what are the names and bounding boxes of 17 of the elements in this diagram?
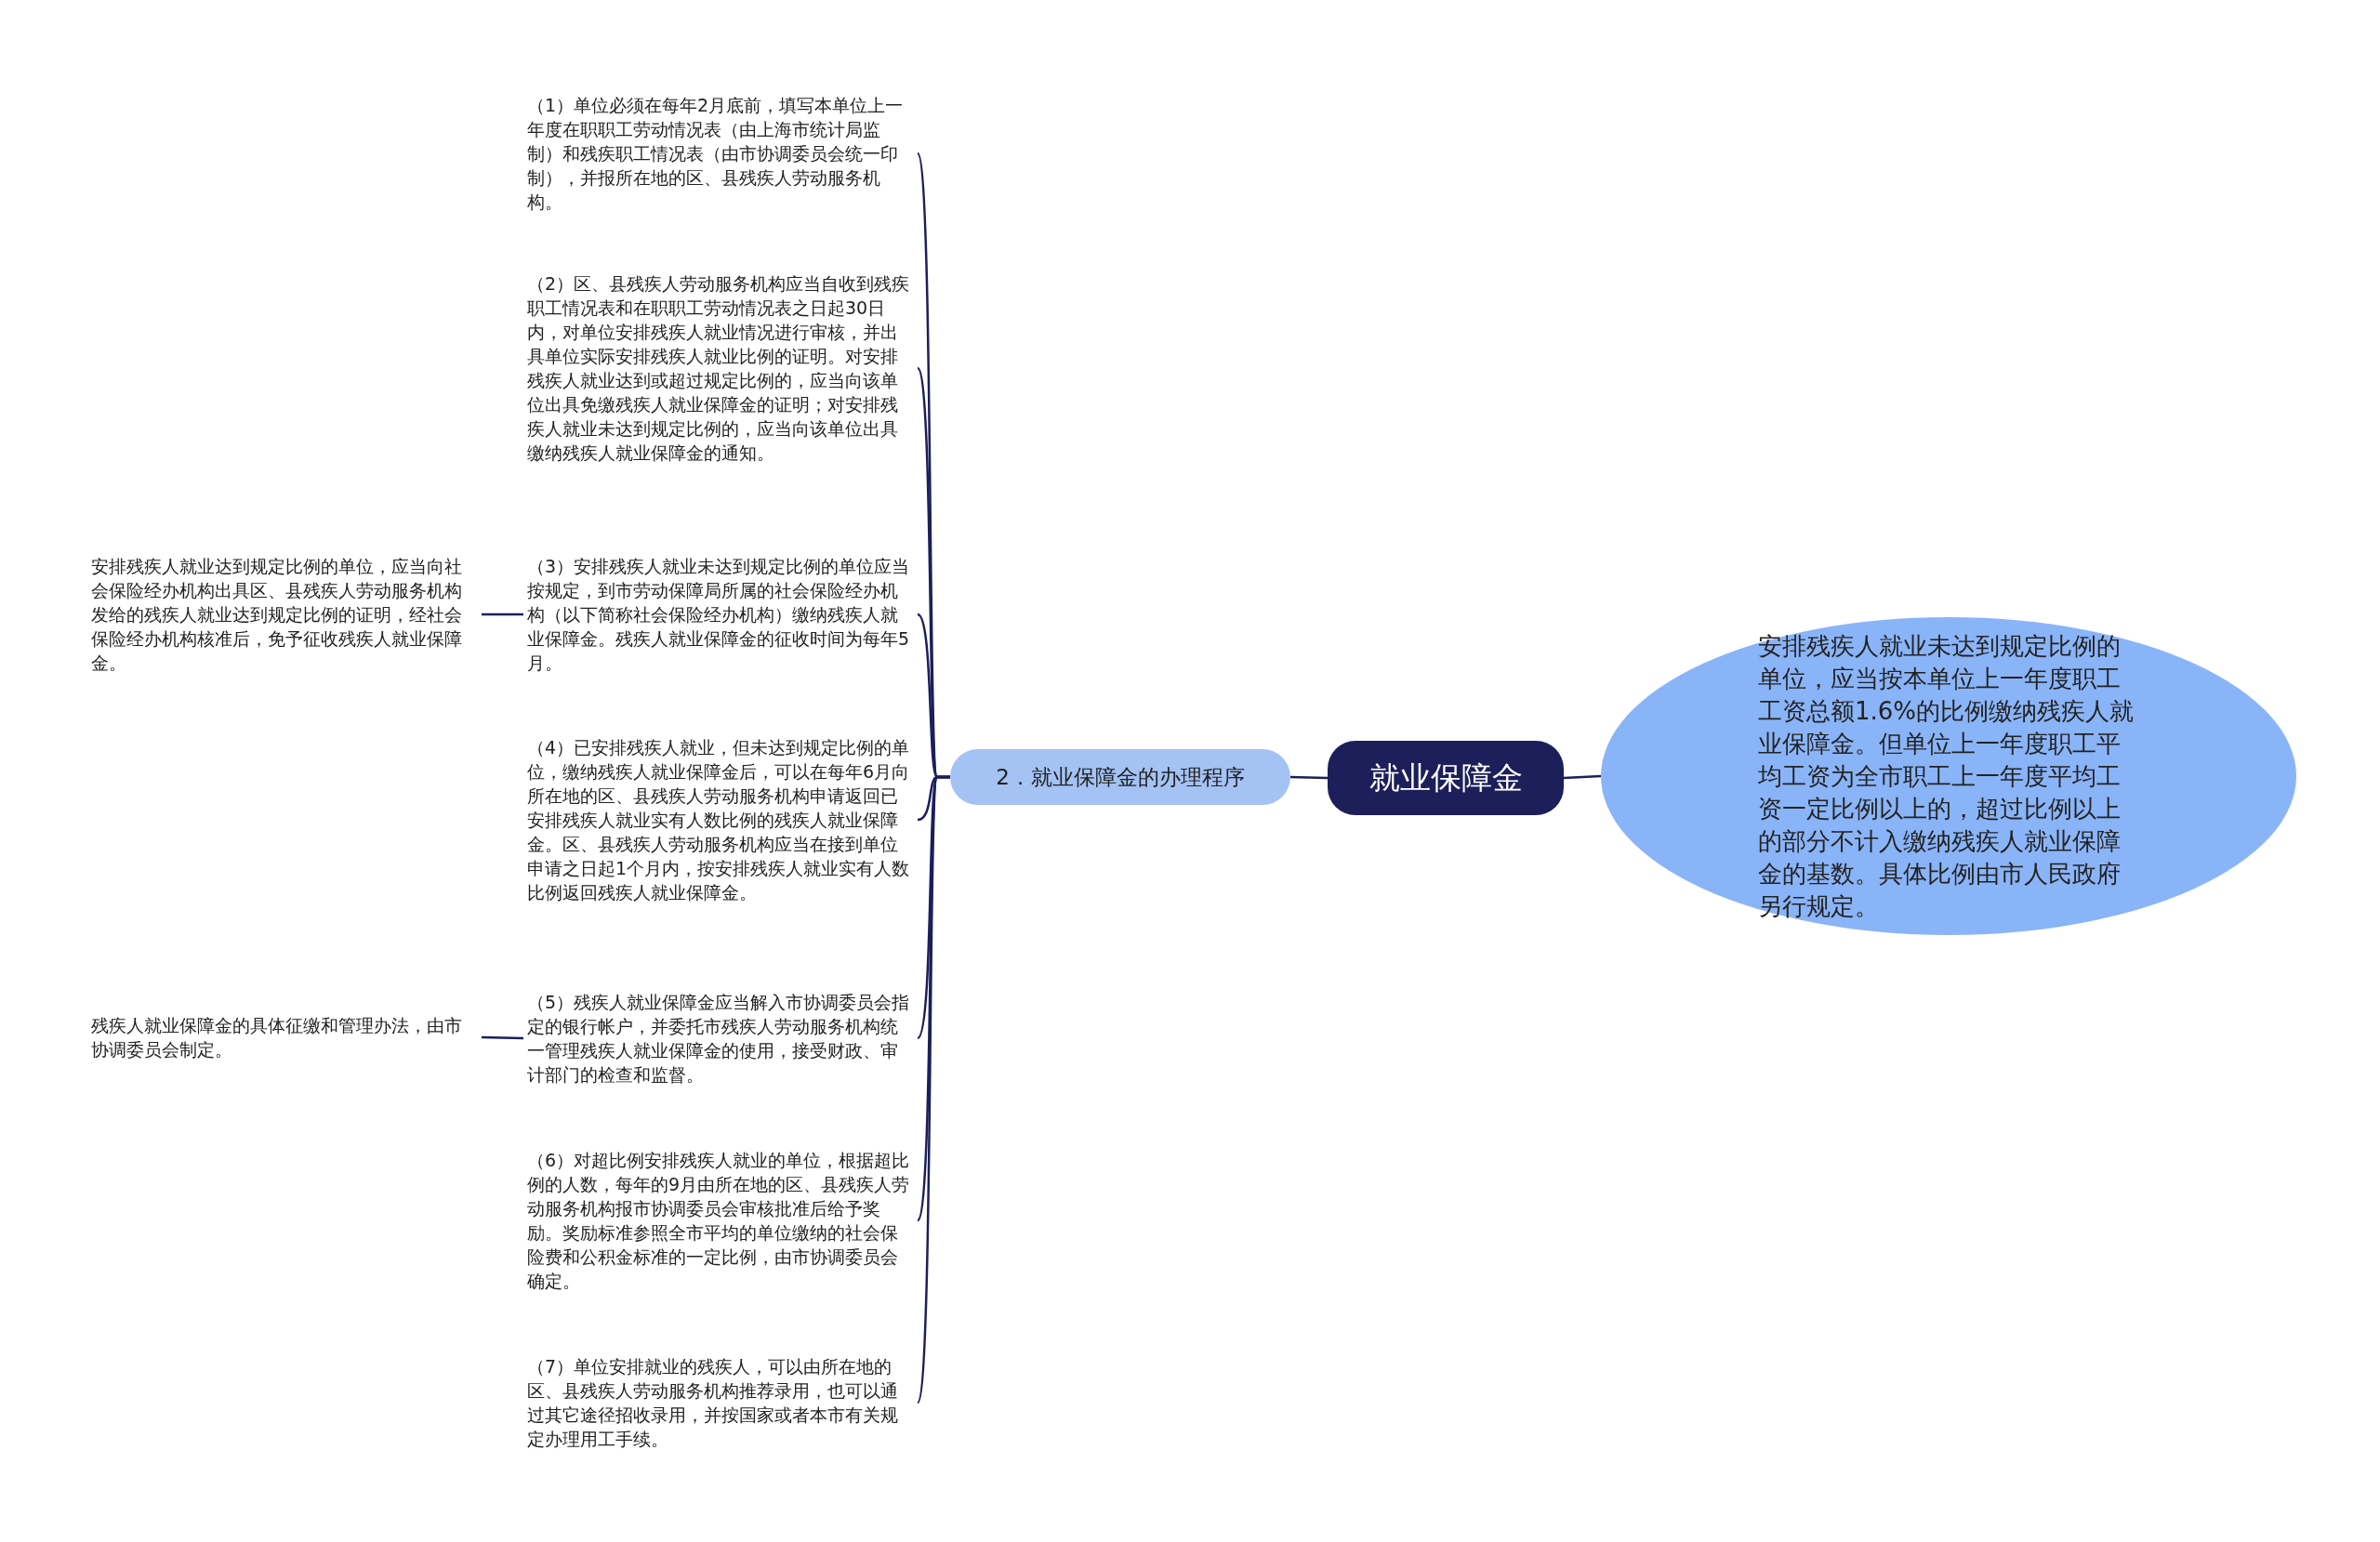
topic-text: （4）已安排残疾人就业，但未达到规定比例的单位，缴纳残疾人就业保障金后，可以在每年6月向所在地的区、县残疾人劳动服务机构申请返回已安排残疾人就业实有人数比例的残疾人就业保障金。区、县残疾人劳动服务机构应当在接到单位申请之日起1个月内，按安排残疾人就业实有人数比例返回残疾人就业保障金。 <box>523 733 918 906</box>
connector-line <box>916 775 950 1404</box>
root-topic-box: 就业保障金 <box>1328 741 1564 815</box>
connector-line <box>481 1035 524 1040</box>
topic-text: （7）单位安排就业的残疾人，可以由所在地的区、县残疾人劳动服务机构推荐录用，也可以通过其它途径招收录用，并按国家或者本市有关规定办理用工手续。 <box>523 1352 918 1453</box>
connector-line <box>482 613 523 616</box>
topic-box: 2．就业保障金的办理程序 <box>950 749 1290 805</box>
topic-text: 安排残疾人就业未达到规定比例的单位，应当按本单位上一年度职工工资总额1.6%的比例缴纳残疾人就业保障金。但单位上一年度职工平均工资为全市职工上一年度平均工资一定比例以上的，超过比例以上的部分不计入缴纳残疾人就业保障金的基数。具体比例由市人民政府另行规定。 <box>1758 630 2135 922</box>
topic-text: （1）单位必须在每年2月底前，填写本单位上一年度在职职工劳动情况表（由上海市统计局监制）和残疾职工情况表（由市协调委员会统一印制），并报所在地的区、县残疾人劳动服务机构。 <box>523 91 918 216</box>
connector-line <box>1289 775 1329 780</box>
topic-text: 安排残疾人就业达到规定比例的单位，应当向社会保险经办机构出具区、县残疾人劳动服务机构发给的残疾人就业达到规定比例的证明，经社会保险经办机构核准后，免予征收残疾人就业保障金。 <box>87 552 482 677</box>
topic-text: （6）对超比例安排残疾人就业的单位，根据超比例的人数，每年的9月由所在地的区、县残疾人劳动服务机构报市协调委员会审核批准后给予奖励。奖励标准参照全市平均的单位缴纳的社会保险费和公积金标准的一定比例，由市协调委员会确定。 <box>523 1146 918 1295</box>
topic-text: 残疾人就业保障金的具体征缴和管理办法，由市协调委员会制定。 <box>87 1011 482 1063</box>
topic-text: （2）区、县残疾人劳动服务机构应当自收到残疾职工情况表和在职职工劳动情况表之日起30日内，对单位安排残疾人就业情况进行审核，并出具单位实际安排残疾人就业比例的证明。对安排残疾人就业达到或超过规定比例的，应当向该单位出具免缴残疾人就业保障金的证明；对安排残疾人就业未达到规定比例的，应当向该单位出具缴纳残疾人就业保障金的通知。 <box>523 270 918 467</box>
topic-text: （3）安排残疾人就业未达到规定比例的单位应当按规定，到市劳动保障局所属的社会保险经办机构（以下简称社会保险经办机构）缴纳残疾人就业保障金。残疾人就业保障金的征收时间为每年5月。 <box>523 552 918 677</box>
connector-line <box>1563 774 1602 780</box>
topic-text: （5）残疾人就业保障金应当解入市协调委员会指定的银行帐户，并委托市残疾人劳动服务机构统一管理残疾人就业保障金的使用，接受财政、审计部门的检查和监督。 <box>523 988 918 1088</box>
